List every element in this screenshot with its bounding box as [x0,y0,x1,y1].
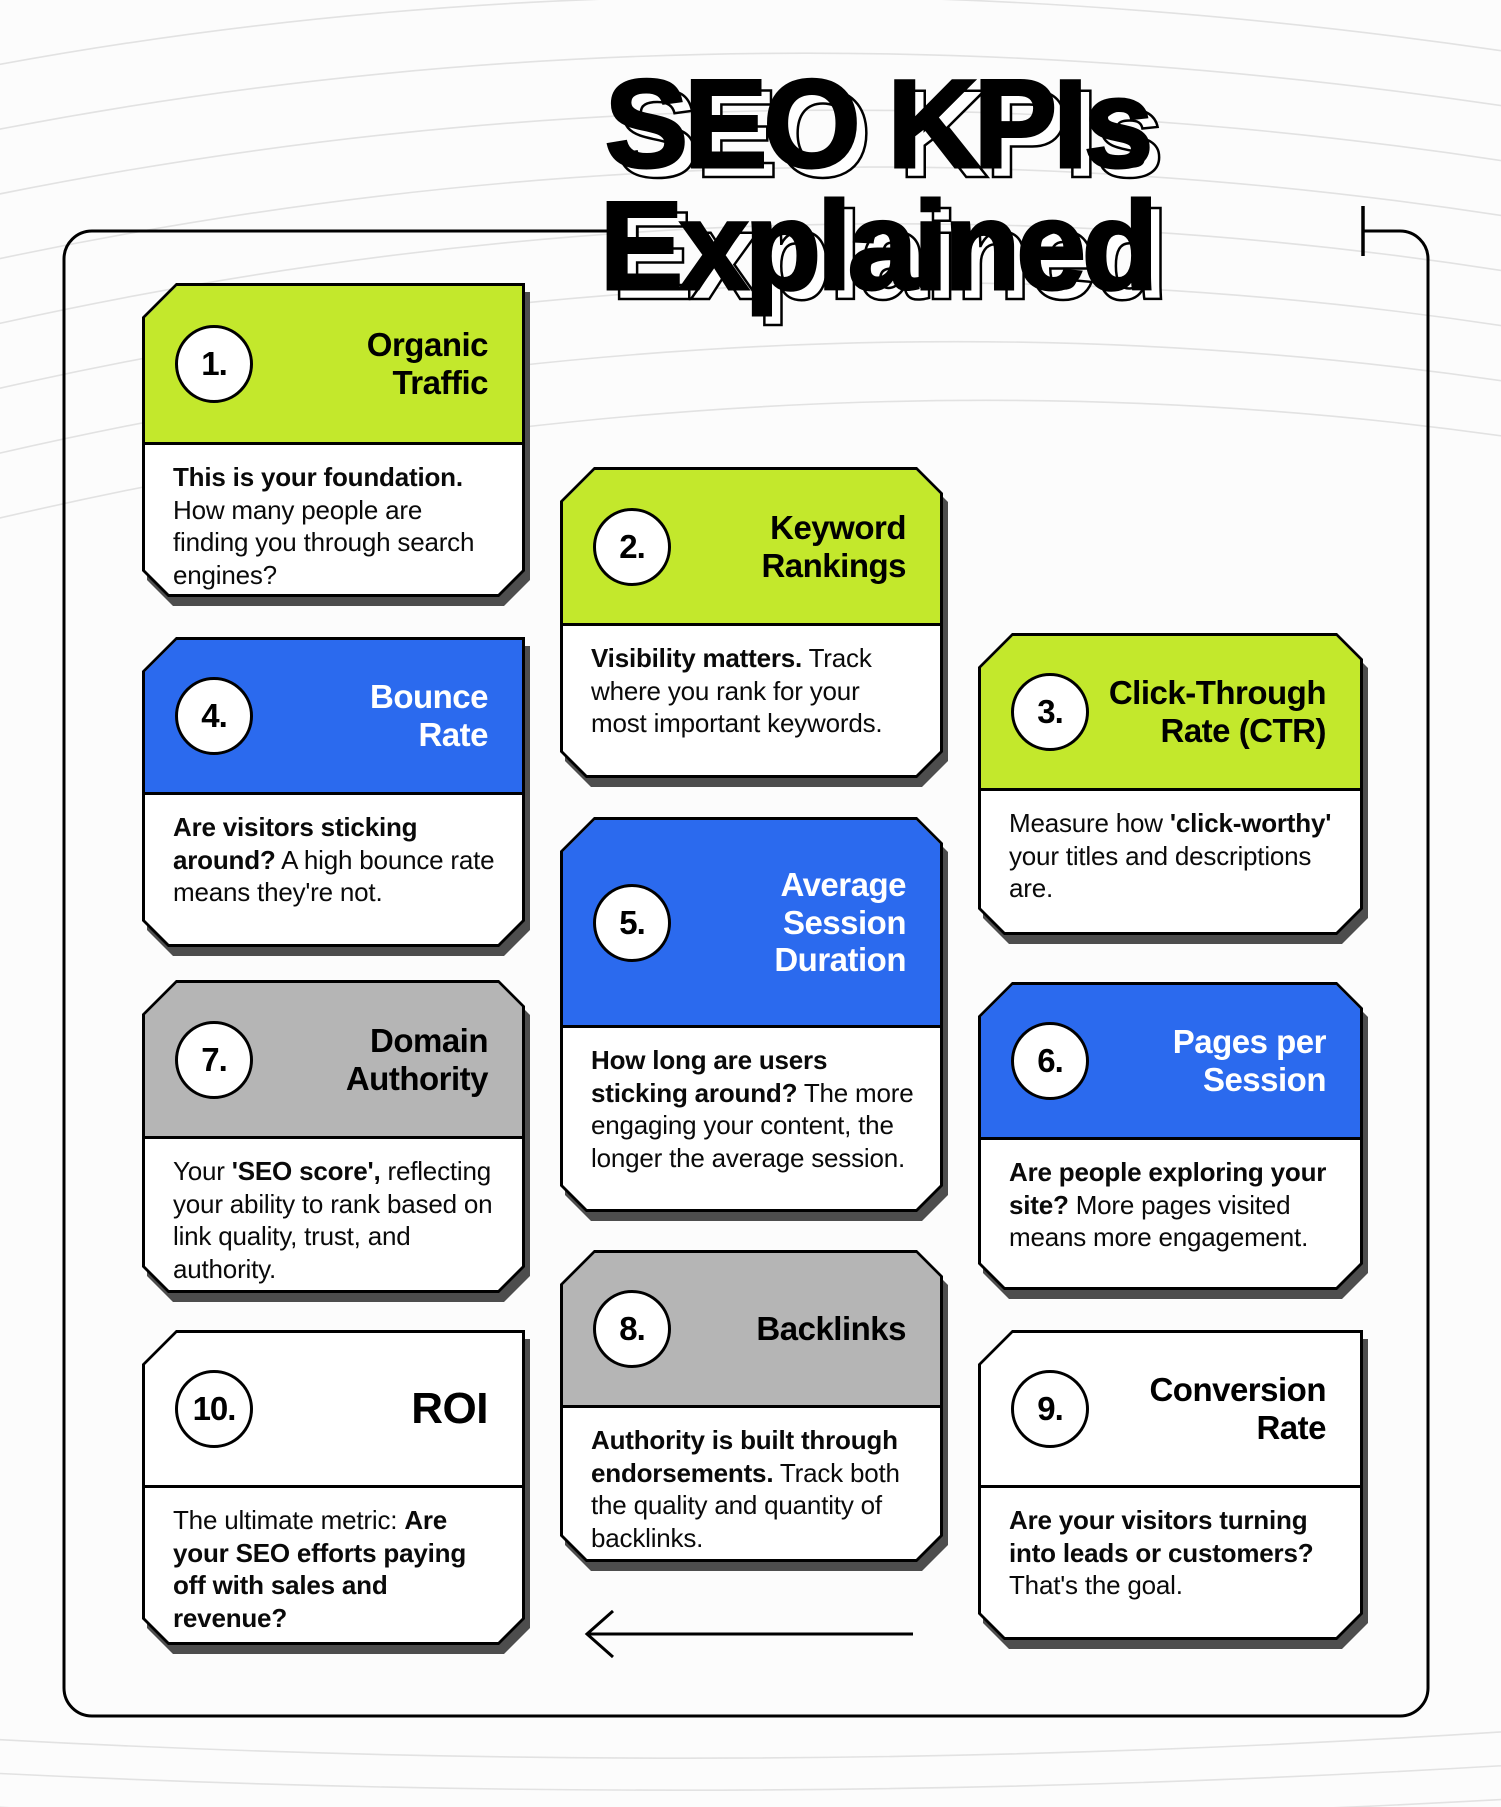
card-description: Visibility matters. Track where you rank… [591,643,883,738]
title-outline-shadow: Explained [610,187,1171,326]
step-number-badge: 10. [175,1370,253,1448]
card-header: 8. Backlinks [563,1253,940,1408]
step-number-badge: 3. [1011,673,1089,751]
card-description: Authority is built through endorsements.… [591,1425,900,1553]
card-organic-traffic: 1. Organic Traffic This is your foundati… [142,283,525,597]
step-number-badge: 2. [593,508,671,586]
page-title-line2: Explained Explained [537,183,1217,321]
card-description: This is your foundation. How many people… [173,462,475,590]
card-header: 7. Domain Authority [145,983,522,1139]
card-header: 2. Keyword Rankings [563,470,940,626]
card-click-through-rate: 3. Click-Through Rate (CTR) Measure how … [978,633,1363,935]
step-number-badge: 8. [593,1290,671,1368]
step-number-badge: 7. [175,1021,253,1099]
card-title: Bounce Rate [369,678,488,753]
card-title: Average Session Duration [774,866,906,979]
card-description: Your 'SEO score', reflecting your abilit… [173,1156,493,1284]
page-title: SEO KPIs SEO KPIs Explained Explained [537,61,1217,321]
step-number-badge: 4. [175,677,253,755]
card-keyword-rankings: 2. Keyword Rankings Visibility matters. … [560,467,943,778]
card-conversion-rate: 9. Conversion Rate Are your visitors tur… [978,1330,1363,1640]
card-title: Click-Through Rate (CTR) [1108,674,1326,749]
card-header: 5. Average Session Duration [563,820,940,1028]
card-domain-authority: 7. Domain Authority Your 'SEO score', re… [142,980,525,1293]
card-header: 6. Pages per Session [981,985,1360,1140]
card-description: How long are users sticking around? The … [591,1045,914,1173]
card-backlinks: 8. Backlinks Authority is built through … [560,1250,943,1562]
card-header: 10. ROI [145,1333,522,1488]
card-average-session-duration: 5. Average Session Duration How long are… [560,817,943,1212]
left-arrow-icon [584,1609,913,1659]
step-number-badge: 9. [1011,1370,1089,1448]
step-number-badge: 1. [175,325,253,403]
page-title-line1: SEO KPIs SEO KPIs [537,61,1217,199]
step-number-badge: 6. [1011,1022,1089,1100]
card-roi: 10. ROI The ultimate metric: Are your SE… [142,1330,525,1645]
card-header: 1. Organic Traffic [145,286,522,445]
card-description: Are people exploring your site? More pag… [1009,1157,1327,1252]
card-description: Are visitors sticking around? A high bou… [173,812,495,907]
card-bounce-rate: 4. Bounce Rate Are visitors sticking aro… [142,637,525,947]
card-title: Keyword Rankings [761,508,906,584]
card-title: Backlinks [756,1310,906,1348]
card-header: 4. Bounce Rate [145,640,522,795]
title-outline-shadow: SEO KPIs [614,65,1165,204]
card-title: Pages per Session [1172,1023,1326,1098]
card-title: ROI [411,1383,488,1433]
card-header: 3. Click-Through Rate (CTR) [981,636,1360,791]
card-title: Organic Traffic [366,326,488,401]
card-title: Domain Authority [345,1021,488,1097]
card-description: Are your visitors turning into leads or … [1009,1505,1314,1600]
card-title: Conversion Rate [1149,1371,1326,1446]
step-number-badge: 5. [593,884,671,962]
card-header: 9. Conversion Rate [981,1333,1360,1488]
card-description: The ultimate metric: Are your SEO effort… [173,1505,467,1633]
card-description: Measure how 'click-worthy' your titles a… [1009,808,1332,903]
container-border [62,206,1430,1718]
card-pages-per-session: 6. Pages per Session Are people explorin… [978,982,1363,1290]
